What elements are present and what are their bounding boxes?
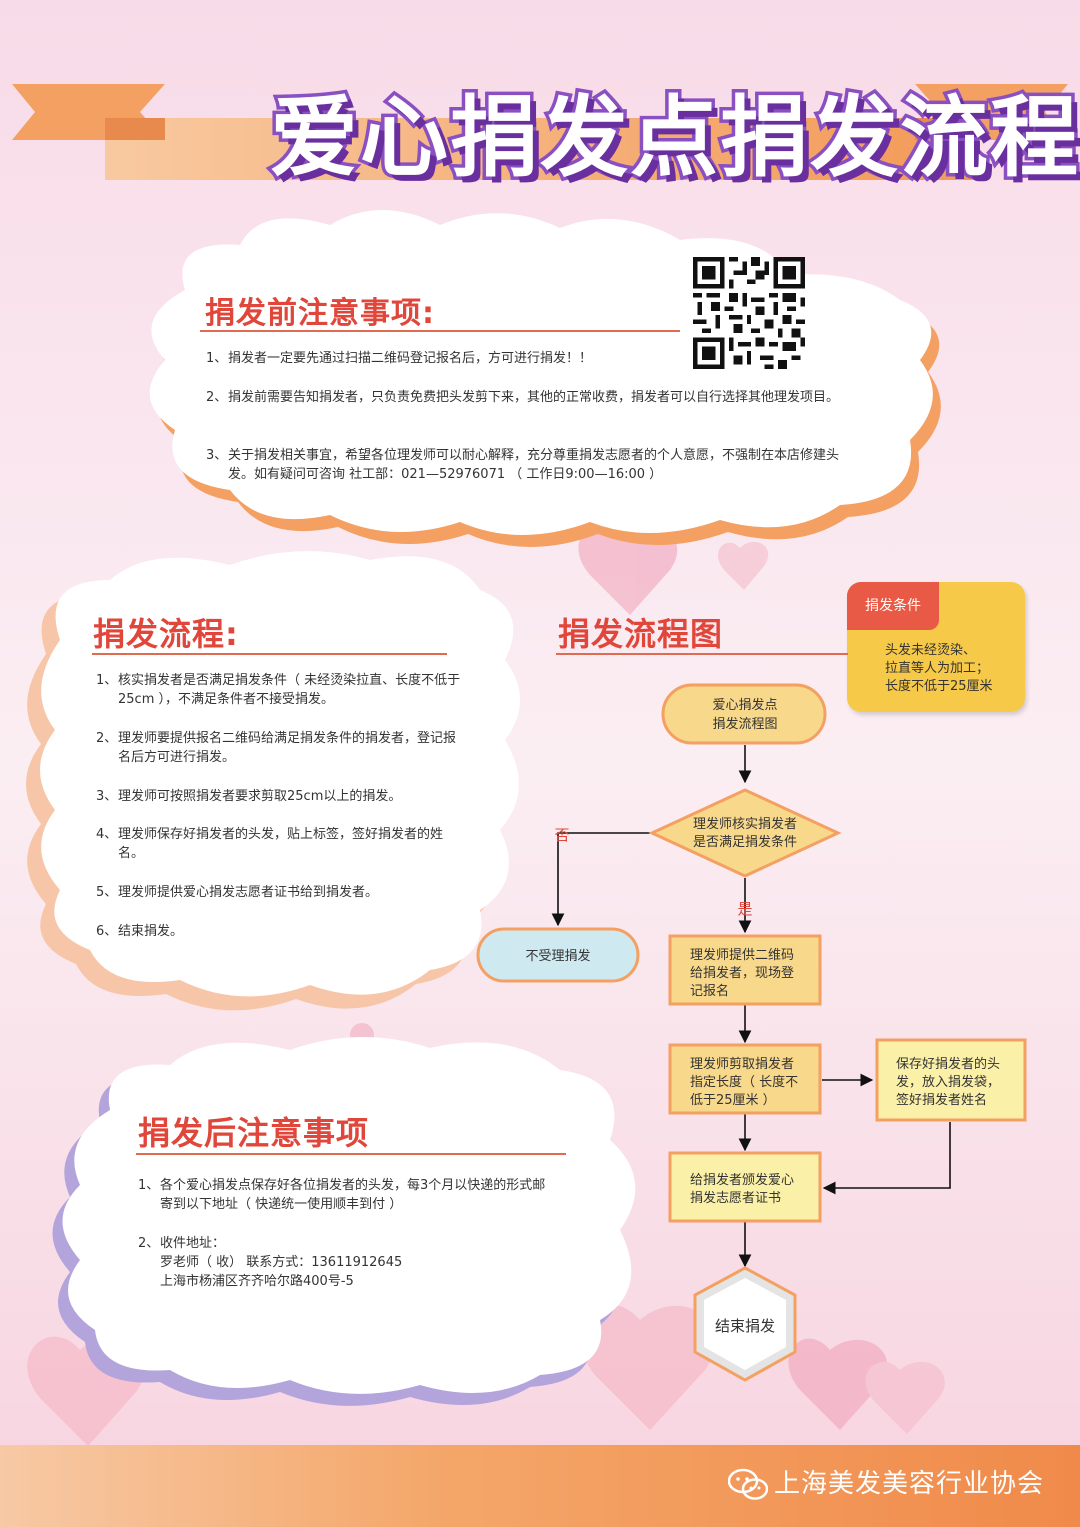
recipient-address: 上海市杨浦区齐齐哈尔路400号-5 [160, 1274, 354, 1289]
svg-text:给捐发者，现场登: 给捐发者，现场登 [690, 965, 794, 981]
before-item-1: 1、捐发者一定要先通过扫描二维码登记报名后，方可进行捐发！！ [206, 351, 593, 366]
ribbon-band [105, 118, 975, 180]
after-heading-underline [136, 1153, 566, 1155]
process-heading-underline [92, 653, 447, 655]
flowchart-heading-underline [556, 653, 848, 655]
svg-text:结束捐发: 结束捐发 [715, 1317, 775, 1335]
flow-no-label: 否 [554, 826, 569, 844]
svg-text:发，放入捐发袋，: 发，放入捐发袋， [896, 1074, 1000, 1090]
flow-reject-node: 不受理捐发 [476, 927, 640, 983]
process-heading: 捐发流程: [93, 615, 239, 653]
svg-text:记报名: 记报名 [690, 983, 729, 999]
before-item-3: 3、关于捐发相关事宜，希望各位理发师可以耐心解释，充分尊重捐发志愿者的个人意愿，… [206, 448, 840, 482]
flow-step-cut-hair: 理发师剪取捐发者 指定长度（ 长度不 低于25厘米 ） [668, 1043, 822, 1115]
page-title: 爱心捐发点捐发流程 [267, 83, 1080, 193]
process-item-4: 4、理发师保存好捐发者的头发，贴上标签，签好捐发者的姓名。 [96, 827, 444, 861]
flow-decision-node: 理发师核实捐发者 是否满足捐发条件 [648, 788, 842, 878]
after-item-2: 2、 收件地址： 罗老师（ 收） 联系方式：13611912645 上海市杨浦区… [138, 1234, 558, 1291]
footer-bar: 上海美发美容行业协会 [0, 1445, 1080, 1527]
flow-start-node: 爱心捐发点 捐发流程图 [661, 683, 827, 745]
before-heading-underline [200, 330, 680, 332]
condition-label: 捐发条件 [847, 582, 939, 630]
flow-connectors [551, 745, 951, 1268]
svg-text:签好捐发者姓名: 签好捐发者姓名 [896, 1092, 987, 1108]
flow-yes-label: 是 [737, 900, 752, 918]
svg-text:理发师核实捐发者: 理发师核实捐发者 [693, 816, 797, 832]
before-heading: 捐发前注意事项: [205, 296, 435, 331]
flow-step-save-hair: 保存好捐发者的头 发，放入捐发袋， 签好捐发者姓名 [875, 1038, 1027, 1122]
process-item-5: 5、理发师提供爱心捐发志愿者证书给到捐发者。 [96, 885, 379, 900]
flow-step-certificate: 给捐发者颁发爱心 捐发志愿者证书 [668, 1151, 822, 1223]
after-heading: 捐发后注意事项 [138, 1114, 370, 1152]
svg-text:指定长度（ 长度不: 指定长度（ 长度不 [690, 1074, 798, 1090]
process-item-3: 3、理发师可按照捐发者要求剪取25cm以上的捐发。 [96, 789, 402, 804]
process-item-1: 1、核实捐发者是否满足捐发条件（ 未经烫染拉直、长度不低于25cm ），不满足条… [96, 673, 461, 707]
svg-text:捐发流程图: 捐发流程图 [712, 716, 777, 732]
flowchart-heading: 捐发流程图 [558, 615, 724, 653]
flow-step-qr-register: 理发师提供二维码 给捐发者，现场登 记报名 [668, 934, 822, 1006]
qr-code[interactable] [693, 257, 805, 369]
organization-name: 上海美发美容行业协会 [773, 1469, 1044, 1499]
svg-text:理发师提供二维码: 理发师提供二维码 [690, 947, 794, 963]
svg-text:理发师剪取捐发者: 理发师剪取捐发者 [690, 1056, 794, 1072]
svg-text:爱心捐发点: 爱心捐发点 [712, 697, 777, 713]
cloud-after [52, 1036, 636, 1406]
svg-text:保存好捐发者的头: 保存好捐发者的头 [896, 1056, 1000, 1072]
process-item-2: 2、理发师要提供报名二维码给满足捐发条件的捐发者，登记报名后方可进行捐发。 [96, 731, 457, 765]
cloud-process [26, 551, 520, 1011]
svg-text:给捐发者颁发爱心: 给捐发者颁发爱心 [690, 1172, 794, 1188]
svg-text:不受理捐发: 不受理捐发 [525, 948, 590, 964]
process-item-6: 6、结束捐发。 [96, 924, 184, 939]
svg-text:捐发志愿者证书: 捐发志愿者证书 [690, 1190, 781, 1206]
condition-box: 捐发条件 头发未经烫染、 拉直等人为加工； 长度不低于25厘米 [847, 582, 1025, 712]
before-item-2: 2、捐发前需要告知捐发者，只负责免费把头发剪下来，其他的正常收费，捐发者可以自行… [206, 390, 840, 405]
flow-end-node: 结束捐发 [693, 1266, 797, 1382]
svg-text:是否满足捐发条件: 是否满足捐发条件 [693, 834, 797, 850]
recipient-contact: 罗老师（ 收） 联系方式：13611912645 [160, 1255, 403, 1270]
after-item-1: 1、各个爱心捐发点保存好各位捐发者的头发，每3个月以快递的形式邮寄到以下地址（ … [138, 1178, 546, 1212]
condition-text: 头发未经烫染、 拉直等人为加工； 长度不低于25厘米 [885, 643, 993, 694]
wechat-icon [728, 1468, 768, 1500]
svg-text:低于25厘米 ）: 低于25厘米 ） [690, 1093, 776, 1108]
heart-decoration [27, 524, 945, 1446]
